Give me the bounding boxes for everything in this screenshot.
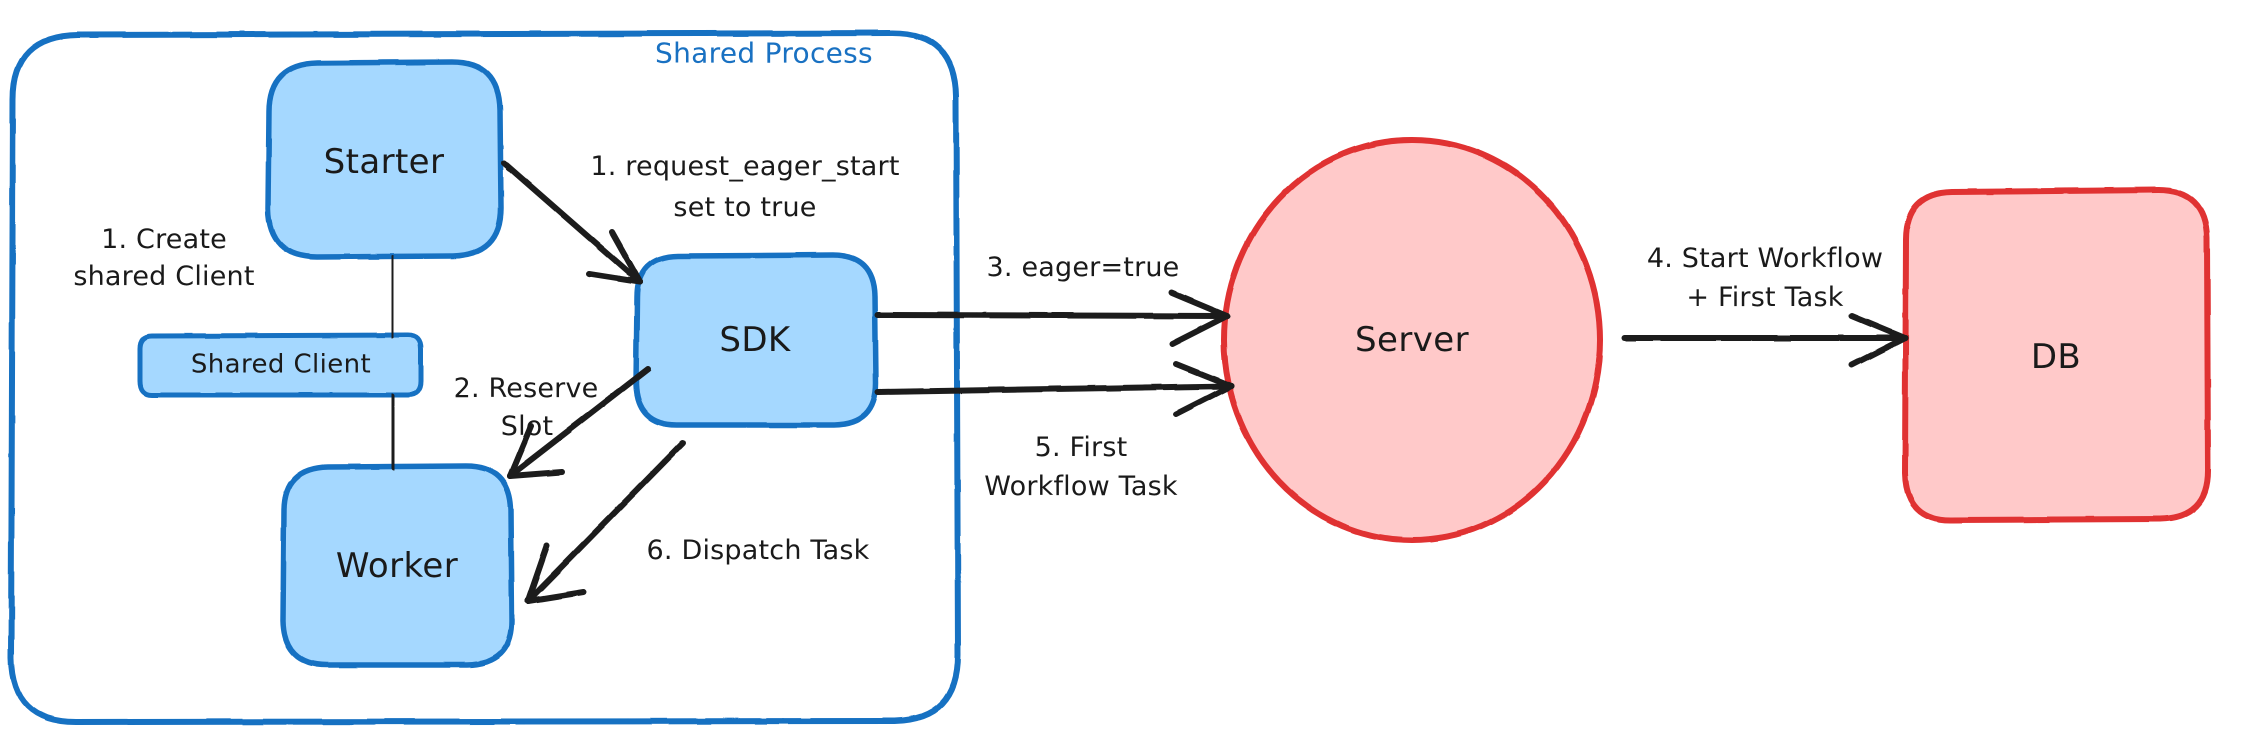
edge-sdk-server-eager[interactable] <box>875 290 1230 347</box>
node-db[interactable] <box>1902 187 2211 523</box>
edge-server-sdk-first-task[interactable] <box>875 361 1234 417</box>
hit-node-sdk[interactable] <box>636 255 876 425</box>
hit-node-shared-client[interactable] <box>140 335 421 395</box>
edge-starter-shared-client[interactable] <box>389 255 396 339</box>
edge-shared-client-worker[interactable] <box>389 393 397 471</box>
node-server[interactable] <box>1221 137 1603 543</box>
hit-node-starter[interactable] <box>268 62 501 257</box>
hit-node-worker[interactable] <box>283 466 512 665</box>
hit-node-server[interactable] <box>1224 140 1600 540</box>
edge-sdk-worker-dispatch[interactable] <box>525 440 686 604</box>
node-starter[interactable] <box>265 59 504 260</box>
node-worker[interactable] <box>280 463 515 668</box>
group-shared-process[interactable] <box>8 30 961 725</box>
edge-sdk-worker-reserve[interactable] <box>507 366 651 479</box>
node-shared-client[interactable] <box>137 332 424 398</box>
edge-starter-sdk[interactable] <box>501 160 643 285</box>
hit-node-db[interactable] <box>1905 190 2208 520</box>
edge-server-db-start[interactable] <box>1622 313 1908 368</box>
